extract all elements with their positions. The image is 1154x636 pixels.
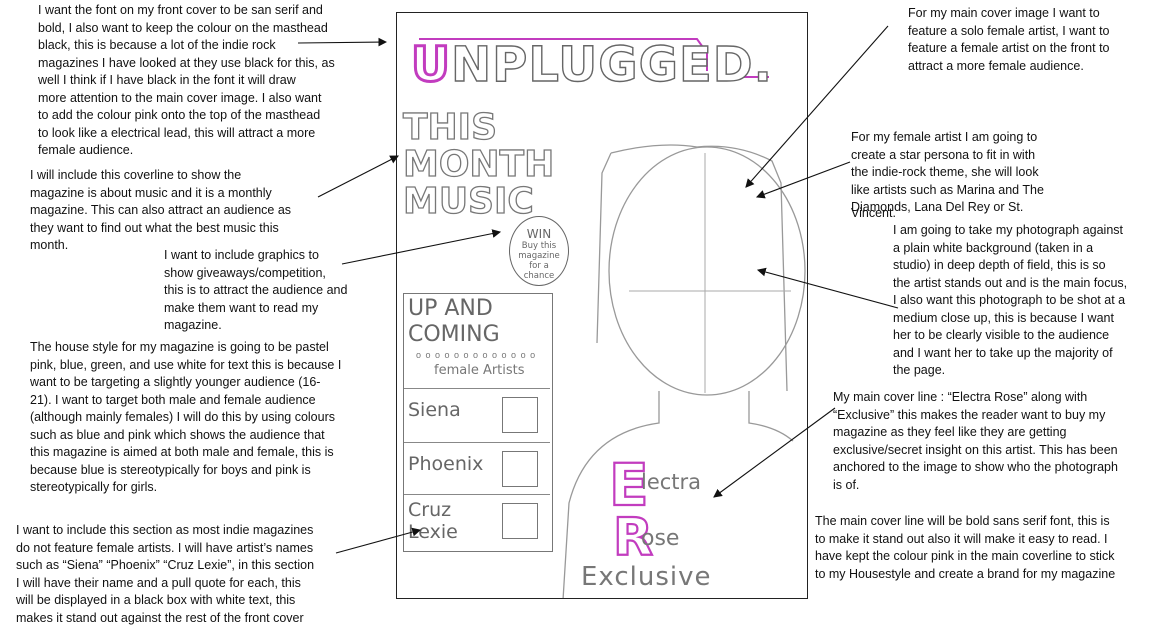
up-and-coming-title: UP AND COMING — [408, 296, 500, 347]
section-note: I want to include this section as most i… — [16, 523, 315, 625]
artist-name: Phoenix — [408, 453, 484, 475]
female-artists-label: female Artists — [434, 363, 525, 378]
artist-row: Cruz Lexie — [404, 494, 550, 543]
main-line-e: E — [608, 450, 650, 520]
head-outline — [608, 146, 806, 396]
masthead: UNPLUGGED. — [410, 36, 773, 95]
coverline-note: I will include this coverline to show th… — [30, 168, 292, 252]
artist-photo-box — [502, 503, 538, 539]
arrow-main-cover-line — [713, 407, 836, 498]
masthead-first-letter: U — [410, 36, 452, 95]
arrow-photo — [756, 267, 899, 309]
main-line-r: R — [612, 507, 654, 569]
persona-note: For my female artist I am going to creat… — [851, 130, 1044, 214]
masthead-note: I want the font on my front cover to be … — [38, 3, 335, 157]
win-title: WIN — [526, 227, 552, 241]
arrow-persona — [755, 161, 851, 199]
arrow-main-image — [745, 25, 889, 188]
main-cover-line-note: My main cover line : “Electra Rose” alon… — [833, 390, 1118, 492]
main-image-note: For my main cover image I want to featur… — [908, 6, 1110, 73]
sketch-drawing — [419, 38, 806, 598]
masthead-rest: NPLUGGED. — [450, 36, 773, 93]
house-style-note: The house style for my magazine is going… — [30, 340, 342, 494]
graphics-note: I want to include graphics to show givea… — [164, 248, 348, 332]
lead-plug — [744, 71, 769, 78]
neck-shoulder-right — [748, 391, 794, 442]
main-line-ose: ose — [641, 526, 680, 551]
artist-photo-box — [502, 397, 538, 433]
artist-row: Phoenix — [404, 442, 550, 489]
arrow-masthead — [297, 37, 388, 47]
photo-note: I am going to take my photograph against… — [893, 223, 1128, 377]
main-line-lectra: lectra — [641, 470, 702, 494]
up-and-coming-box: UP AND COMING o o o o o o o o o o o o o … — [403, 293, 553, 552]
dots-divider: o o o o o o o o o o o o o — [416, 350, 537, 360]
persona-note-end: Vincent. — [851, 206, 896, 220]
artist-photo-box — [502, 451, 538, 487]
hair-outline — [596, 144, 788, 392]
artist-row: Siena — [404, 388, 550, 435]
neck-shoulder-left — [562, 391, 660, 598]
win-badge: WIN Buy this magazine for a chance — [509, 216, 569, 286]
this-month-music-coverline: THIS MONTH MUSIC — [402, 107, 555, 222]
artist-name: Siena — [408, 399, 461, 421]
arrow-section — [335, 527, 422, 554]
artist-name: Cruz Lexie — [408, 499, 458, 543]
win-body: Buy this magazine for a chance — [518, 241, 560, 281]
arrow-win — [341, 229, 502, 265]
magazine-cover-sketch: UNPLUGGED. THIS MONTH MUSIC WIN Buy this… — [396, 12, 808, 599]
font-choice-note: The main cover line will be bold sans se… — [815, 514, 1116, 581]
exclusive-label: Exclusive — [581, 562, 712, 592]
lead-cable — [419, 38, 708, 71]
arrow-coverline — [317, 155, 399, 198]
